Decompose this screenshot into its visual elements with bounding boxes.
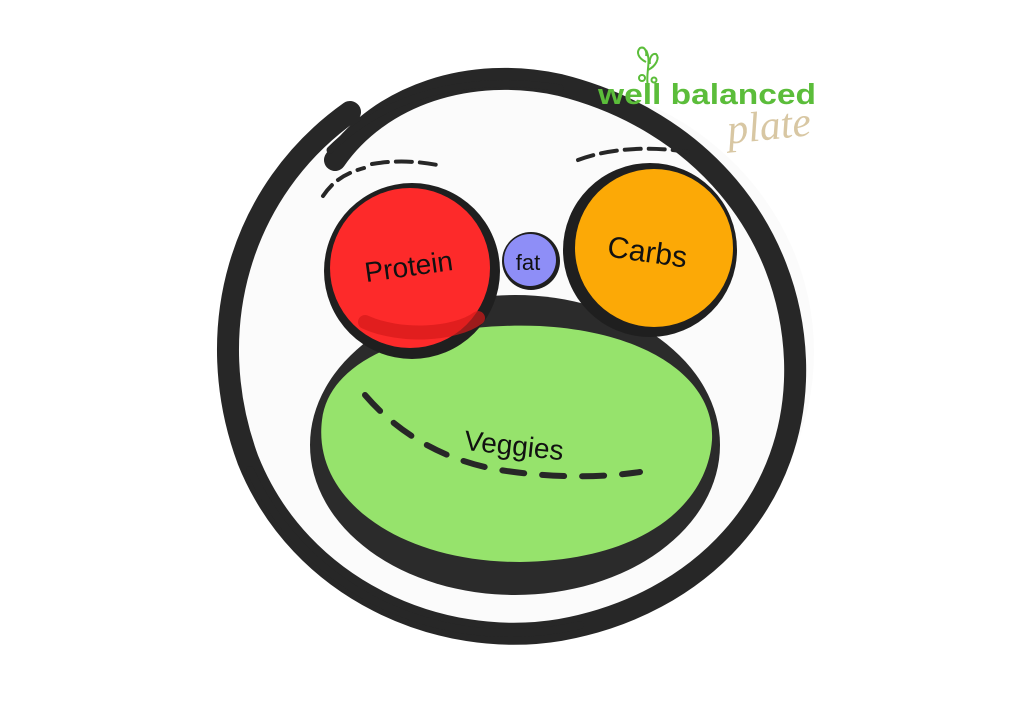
fat-section: fat bbox=[502, 232, 560, 290]
logo-subtitle: plate bbox=[722, 99, 813, 154]
fat-label: fat bbox=[516, 250, 540, 275]
logo-title: well balanced bbox=[597, 79, 816, 111]
veggies-section: Veggies bbox=[310, 295, 720, 595]
brand-logo: plate well balanced bbox=[597, 46, 816, 154]
leaf-sprig-icon bbox=[637, 46, 659, 89]
carbs-section: Carbs bbox=[563, 163, 737, 337]
protein-section: Protein bbox=[324, 183, 500, 359]
